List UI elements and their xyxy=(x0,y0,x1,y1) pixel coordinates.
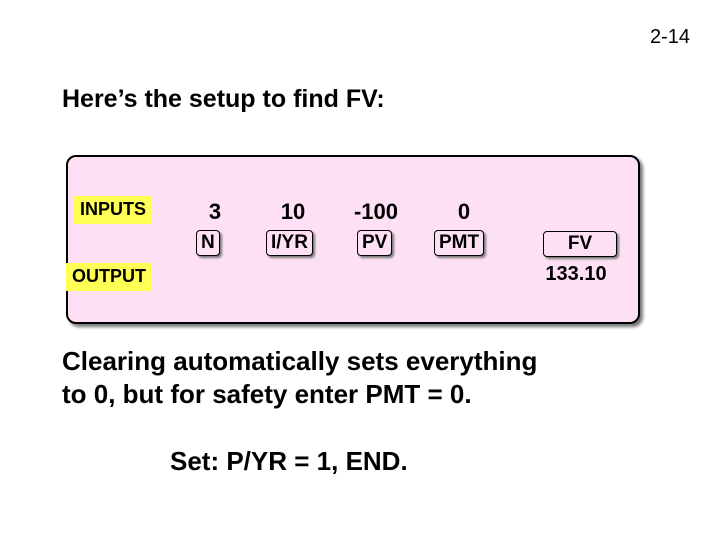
note-line-1: Clearing automatically sets everything xyxy=(62,346,538,376)
slide-number: 2-14 xyxy=(649,26,690,48)
key-pv: PV xyxy=(357,230,393,256)
value-pmt: 0 xyxy=(457,199,471,224)
value-i-yr: 10 xyxy=(280,199,306,224)
key-n: N xyxy=(196,230,220,256)
output-label: OUTPUT xyxy=(66,263,152,291)
value-n: 3 xyxy=(208,199,222,224)
slide-heading: Here’s the setup to find FV: xyxy=(62,85,385,113)
key-pmt: PMT xyxy=(434,230,485,256)
set-instruction: Set: P/YR = 1, END. xyxy=(170,446,408,476)
value-pv: -100 xyxy=(353,199,399,224)
note-line-2: to 0, but for safety enter PMT = 0. xyxy=(62,378,472,409)
key-fv: FV xyxy=(543,231,617,257)
note-text: Clearing automatically sets everything t… xyxy=(62,345,682,410)
fv-result: 133.10 xyxy=(545,263,607,285)
key-i-yr: I/YR xyxy=(266,230,313,256)
inputs-label: INPUTS xyxy=(74,196,153,224)
